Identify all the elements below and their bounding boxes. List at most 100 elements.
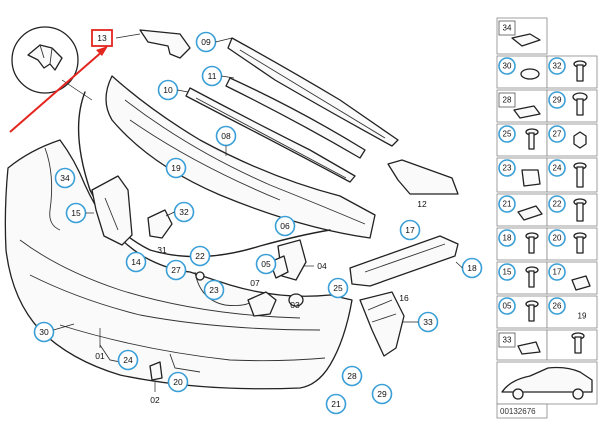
hw-24[interactable]: 24	[548, 159, 566, 177]
svg-text:17: 17	[553, 268, 562, 277]
svg-text:04: 04	[317, 261, 327, 271]
callout-03[interactable]: 03	[290, 300, 300, 310]
svg-text:18: 18	[503, 234, 512, 243]
callout-29[interactable]: 29	[371, 383, 393, 405]
svg-text:15: 15	[71, 208, 81, 218]
screw-22-icon	[573, 198, 587, 222]
svg-text:29: 29	[553, 96, 562, 105]
svg-text:01: 01	[95, 351, 105, 361]
callout-18[interactable]: 18	[455, 257, 483, 279]
clip-21-icon	[517, 205, 543, 221]
svg-text:10: 10	[163, 85, 173, 95]
hw-32[interactable]: 32	[548, 57, 566, 75]
svg-text:11: 11	[208, 71, 217, 81]
callout-16[interactable]: 16	[399, 293, 409, 303]
hw-28[interactable]: 28	[498, 92, 516, 108]
svg-text:13: 13	[97, 33, 107, 43]
callout-27[interactable]: 27	[165, 259, 187, 281]
rivet-18-icon	[525, 232, 539, 254]
clip-17-icon	[571, 275, 591, 291]
svg-text:33: 33	[503, 336, 512, 345]
hw-30[interactable]: 30	[498, 57, 516, 75]
callout-32[interactable]: 32	[165, 201, 195, 223]
hw-25[interactable]: 25	[498, 125, 516, 143]
rivet-15-icon	[525, 266, 539, 288]
callout-09[interactable]: 09	[195, 31, 233, 53]
svg-text:25: 25	[503, 130, 512, 139]
callout-07[interactable]: 07	[250, 278, 260, 288]
callout-28[interactable]: 28	[341, 365, 363, 387]
hw-20[interactable]: 20	[548, 229, 566, 247]
hw-29[interactable]: 29	[548, 91, 566, 109]
callout-04[interactable]: 04	[304, 261, 327, 271]
callout-25[interactable]: 25	[327, 277, 349, 299]
svg-text:28: 28	[503, 96, 512, 105]
side-bracket-12	[387, 159, 459, 195]
svg-text:22: 22	[195, 251, 205, 261]
callout-13[interactable]: 13	[91, 29, 113, 47]
hw-34[interactable]: 34	[498, 20, 516, 36]
svg-text:17: 17	[405, 225, 415, 235]
hw-05[interactable]: 05	[498, 297, 516, 315]
svg-text:20: 20	[553, 234, 562, 243]
callout-23[interactable]: 23	[203, 279, 225, 301]
hw-17[interactable]: 17	[548, 263, 566, 281]
bracket-33	[359, 291, 405, 357]
hw-18[interactable]: 18	[498, 229, 516, 247]
svg-text:20: 20	[173, 377, 183, 387]
hw-26[interactable]: 26	[548, 297, 566, 315]
svg-text:19: 19	[578, 312, 587, 321]
svg-text:19: 19	[171, 163, 181, 173]
svg-text:31: 31	[157, 245, 167, 255]
svg-text:14: 14	[131, 257, 141, 267]
svg-text:12: 12	[417, 199, 427, 209]
svg-text:15: 15	[503, 268, 512, 277]
svg-text:22: 22	[553, 200, 562, 209]
callout-08[interactable]: 08	[215, 125, 237, 157]
callout-12[interactable]: 12	[417, 199, 427, 209]
hw-15[interactable]: 15	[498, 263, 516, 281]
callout-10[interactable]: 10	[157, 79, 189, 101]
hw-19[interactable]: 19	[578, 312, 587, 321]
callout-21[interactable]: 21	[325, 393, 347, 415]
screw-24-icon	[573, 162, 587, 188]
callout-05[interactable]: 05	[255, 253, 277, 275]
callout-20[interactable]: 20	[167, 371, 189, 393]
svg-text:18: 18	[467, 263, 477, 273]
callout-34[interactable]: 34	[54, 167, 76, 189]
callout-33[interactable]: 33	[402, 311, 439, 333]
bracket-31	[147, 209, 173, 239]
svg-text:29: 29	[377, 389, 387, 399]
hw-27[interactable]: 27	[548, 125, 566, 143]
screw-05-icon	[525, 300, 539, 322]
callout-24[interactable]: 24	[117, 349, 139, 371]
screw-32-icon	[573, 60, 587, 82]
svg-text:03: 03	[290, 300, 300, 310]
callout-06[interactable]: 06	[274, 215, 296, 237]
svg-text:02: 02	[150, 395, 160, 405]
hw-21[interactable]: 21	[498, 195, 516, 213]
callout-22[interactable]: 22	[189, 245, 211, 267]
callout-30[interactable]: 30	[33, 321, 75, 343]
svg-text:30: 30	[503, 62, 512, 71]
clip-33-icon	[517, 341, 541, 355]
svg-text:08: 08	[221, 131, 231, 141]
svg-text:34: 34	[503, 24, 512, 33]
callout-02[interactable]: 02	[150, 382, 160, 405]
callout-11[interactable]: 11	[201, 65, 235, 87]
svg-text:05: 05	[261, 259, 271, 269]
callout-14[interactable]: 14	[125, 251, 147, 273]
hw-22[interactable]: 22	[548, 195, 566, 213]
hw-33[interactable]: 33	[498, 332, 516, 348]
svg-text:32: 32	[179, 207, 189, 217]
bolt-29-icon	[572, 92, 588, 116]
callout-01[interactable]: 01	[95, 328, 105, 361]
nut-27-icon	[573, 131, 587, 149]
svg-text:24: 24	[123, 355, 133, 365]
hw-23[interactable]: 23	[498, 159, 516, 177]
callout-17[interactable]: 17	[399, 219, 421, 241]
callout-15[interactable]: 15	[65, 202, 95, 224]
callout-19[interactable]: 19	[165, 157, 187, 179]
callout-31[interactable]: 31	[157, 245, 167, 255]
